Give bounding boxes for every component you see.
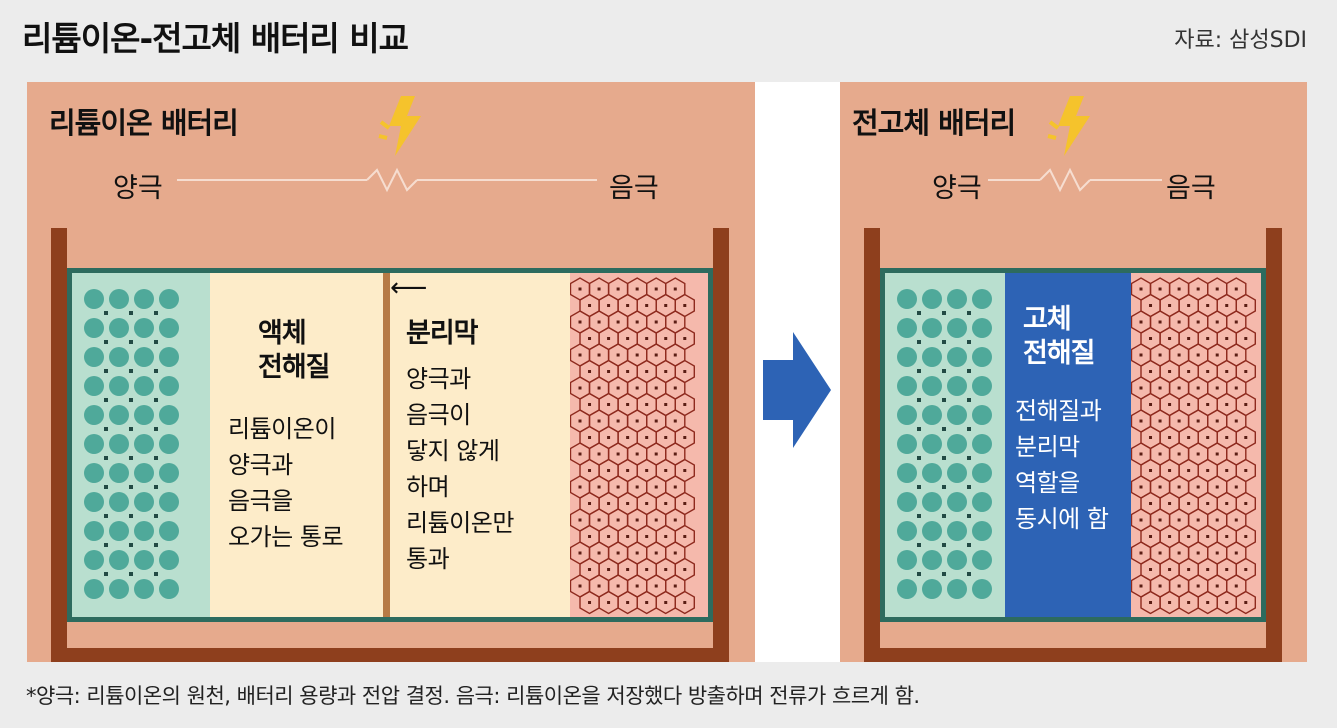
solid-electrolyte-title: 고체 전해질 [1023,304,1096,369]
separator-description: 양극과 음극이 닿지 않게 하며 리튬이온만 통과 [406,365,514,573]
container-wall-right [713,228,729,662]
battery-cell: 액체 전해질 리튬이온이 양극과 음극을 오가는 통로 ⟵ 분리막 양극과 음극… [67,268,713,622]
container-base [51,648,729,662]
lightning-bolt-icon [1047,96,1090,156]
resistor-icon [366,167,418,193]
battery-cell: 고체 전해질 전해질과 분리막 역할을 동시에 함 [880,268,1266,622]
solid-electrolyte-zone: 고체 전해질 전해질과 분리막 역할을 동시에 함 [1005,273,1131,617]
right-arrow-icon [763,332,831,448]
diagram-title: 리튬이온-전고체 배터리 비교 [22,19,409,58]
anode-particles [84,289,179,599]
separator-membrane [383,273,390,617]
separator-title: 분리막 [406,318,479,349]
lithium-ion-panel: 리튬이온 배터리 양극 음극 액체 전해질 리튬이온이 양극과 음극을 오 [27,82,755,662]
solid-state-panel-title: 전고체 배터리 [852,106,1016,140]
cathode-label: 음극 [609,173,659,204]
footnote: *양극: 리튬이온의 원천, 배터리 용량과 전압 결정. 음극: 리튬이온을 … [26,684,920,708]
liquid-electrolyte-title: 액체 전해질 [258,318,331,383]
circuit-wire [177,167,597,193]
lightning-bolt-icon [378,96,421,156]
cathode-label: 음극 [1166,173,1216,204]
anode-label: 양극 [932,173,982,204]
resistor-icon [1039,167,1091,193]
left-arrow-icon: ⟵ [390,273,428,303]
anode-particles [897,289,992,599]
liquid-electrolyte-description: 리튬이온이 양극과 음극을 오가는 통로 [228,415,344,551]
container-wall-right [1266,228,1282,662]
lithium-ion-panel-title: 리튬이온 배터리 [49,106,239,140]
container-wall-left [864,228,880,662]
source-credit: 자료: 삼성SDI [1174,28,1307,53]
cathode-zone [1131,273,1261,617]
container-base [864,648,1282,662]
anode-zone [72,273,210,617]
cathode-zone [570,273,708,617]
solid-state-panel: 전고체 배터리 양극 음극 고체 전해질 전해질과 분리막 역할을 동시에 함 [840,82,1307,662]
anode-zone [885,273,1005,617]
cathode-lattice [1131,277,1257,615]
container-wall-left [51,228,67,662]
circuit-wire [988,167,1162,193]
anode-label: 양극 [113,173,163,204]
solid-electrolyte-description: 전해질과 분리막 역할을 동시에 함 [1015,397,1109,533]
liquid-electrolyte-zone: 액체 전해질 리튬이온이 양극과 음극을 오가는 통로 ⟵ 분리막 양극과 음극… [210,273,570,617]
cathode-lattice [570,277,696,615]
